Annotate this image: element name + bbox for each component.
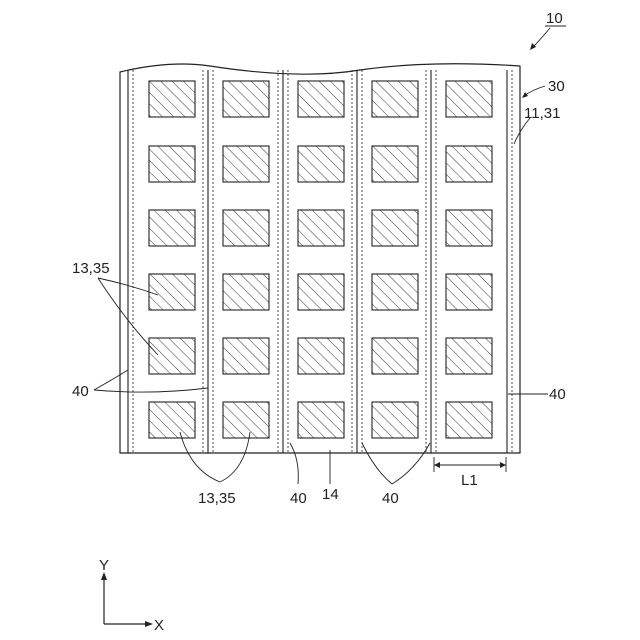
hatched-pad [223, 338, 269, 374]
hatched-pad [372, 81, 418, 117]
axis-y-label: Y [99, 557, 109, 574]
hatched-pad [372, 274, 418, 310]
hatched-pad [149, 146, 195, 182]
hatched-pad [149, 81, 195, 117]
hatched-pad [298, 274, 344, 310]
hatched-pad [446, 81, 492, 117]
hatched-pad [446, 146, 492, 182]
hatched-pad [372, 146, 418, 182]
dimension-l1 [434, 457, 506, 472]
hatched-pad [298, 210, 344, 246]
ref-40-bottom-a: 40 [290, 490, 307, 507]
hatched-pad [223, 210, 269, 246]
separator-strips [128, 70, 512, 453]
pad-grid [149, 81, 492, 438]
hatched-pad [149, 338, 195, 374]
hatched-pad [446, 274, 492, 310]
hatched-pad [149, 210, 195, 246]
hatched-pad [298, 146, 344, 182]
axis-indicator: Y X [99, 557, 164, 634]
hatched-pad [149, 402, 195, 438]
hatched-pad [446, 210, 492, 246]
hatched-pad [446, 338, 492, 374]
hatched-pad [223, 402, 269, 438]
hatched-pad [372, 210, 418, 246]
ref-11-31: 11,31 [524, 105, 560, 122]
hatched-pad [446, 402, 492, 438]
ref-14: 14 [322, 486, 339, 503]
axis-x-label: X [154, 617, 164, 634]
ref-l1: L1 [461, 472, 478, 489]
ref-40-right: 40 [549, 386, 566, 403]
ref-13-35-bottom: 13,35 [198, 490, 236, 507]
hatched-pad [372, 338, 418, 374]
ref-30: 30 [548, 78, 565, 95]
hatched-pad [149, 274, 195, 310]
hatched-pad [223, 274, 269, 310]
hatched-pad [298, 338, 344, 374]
ref-10: 10 [546, 10, 563, 27]
hatched-pad [298, 402, 344, 438]
panel-outline [120, 64, 520, 453]
hatched-pad [223, 81, 269, 117]
hatched-pad [372, 402, 418, 438]
hatched-pad [298, 81, 344, 117]
ref-40-left: 40 [72, 383, 89, 400]
hatched-pad [223, 146, 269, 182]
ref-40-bottom-b: 40 [382, 490, 399, 507]
ref-13-35-left: 13,35 [72, 260, 110, 277]
